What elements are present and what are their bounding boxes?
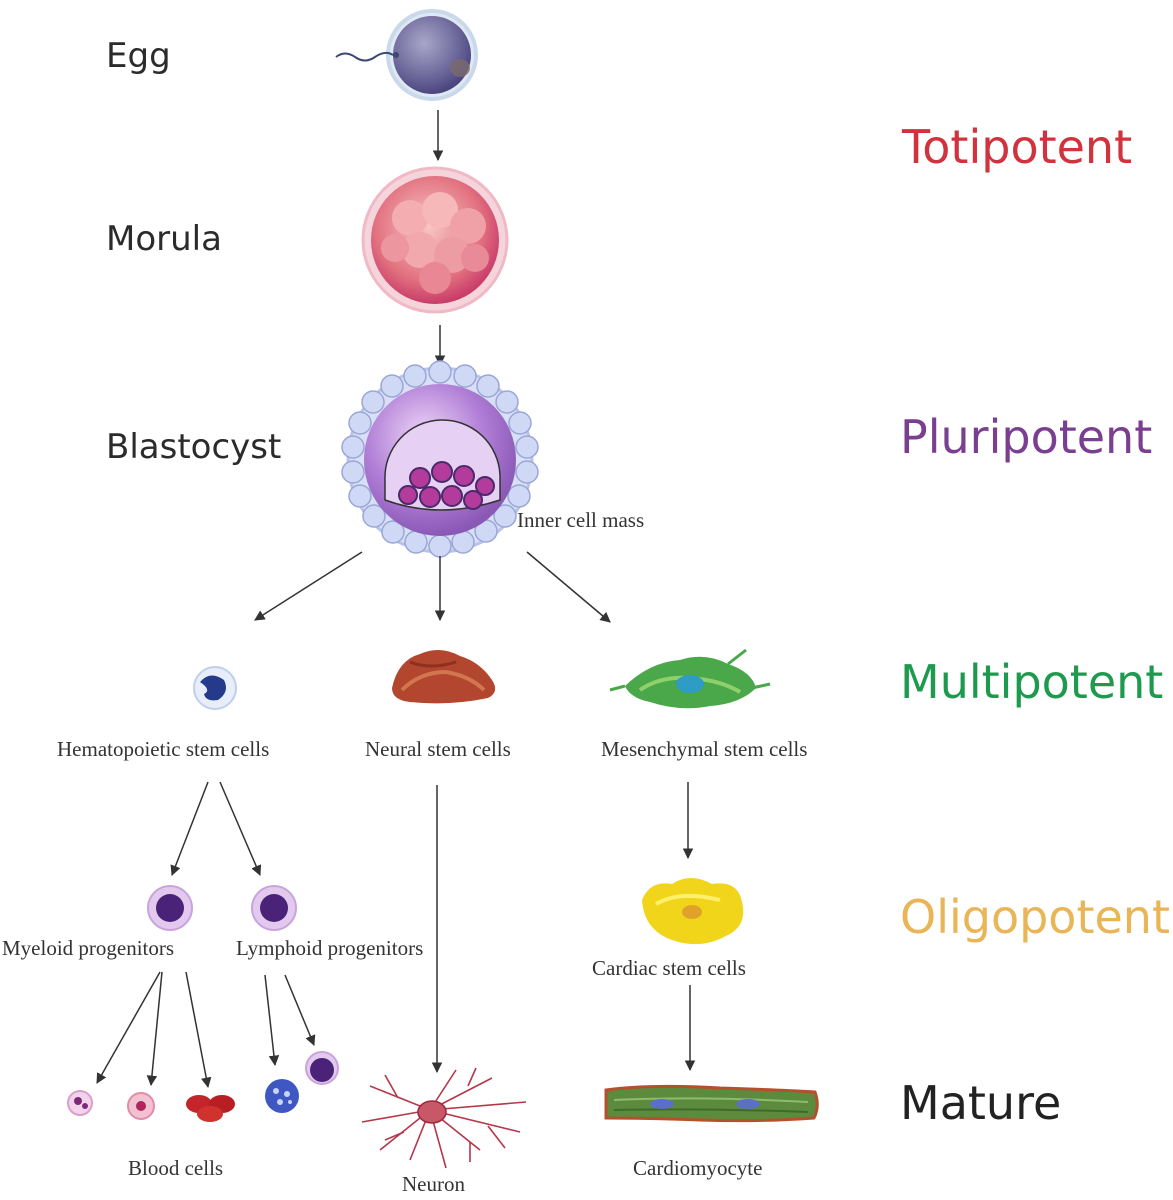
cardiac-stem-cell-icon: [642, 878, 744, 945]
blood-cells-icon: [67, 1051, 339, 1122]
label-cardiac: Cardiac stem cells: [592, 956, 746, 980]
stage-label-morula: Morula: [106, 219, 222, 259]
label-inner-cell-mass: Inner cell mass: [517, 508, 645, 532]
stage-label-blastocyst: Blastocyst: [106, 427, 282, 467]
egg-icon: [335, 9, 478, 101]
arrow-myeloid-blood-1: [96, 971, 161, 1084]
label-myeloid: Myeloid progenitors: [2, 936, 175, 960]
arrow-to-lymphoid: [219, 781, 262, 876]
potency-label-oligopotent: Oligopotent: [900, 890, 1170, 944]
label-neural: Neural stem cells: [365, 737, 511, 761]
potency-label-totipotent: Totipotent: [902, 120, 1133, 174]
label-mesenchymal: Mesenchymal stem cells: [601, 737, 808, 761]
potency-label-mature: Mature: [900, 1076, 1062, 1130]
label-lymphoid: Lymphoid progenitors: [236, 936, 424, 960]
blastocyst-icon: [341, 360, 539, 558]
hematopoietic-cell-icon: [193, 666, 237, 710]
label-hematopoietic: Hematopoietic stem cells: [57, 737, 270, 761]
arrow-myeloid-blood-2: [146, 971, 163, 1087]
potency-label-pluripotent: Pluripotent: [900, 410, 1153, 464]
label-neuron: Neuron: [402, 1172, 465, 1196]
neuron-icon: [361, 1067, 527, 1169]
label-blood-cells: Blood cells: [128, 1156, 224, 1180]
arrow-lymphoid-blood-1: [264, 974, 280, 1067]
arrow-lymphoid-blood-2: [284, 974, 316, 1046]
myeloid-progenitor-icon: [147, 885, 193, 931]
cardiomyocyte-icon: [604, 1084, 819, 1123]
lymphoid-progenitor-icon: [251, 885, 297, 931]
potency-label-multipotent: Multipotent: [900, 655, 1164, 709]
arrow-myeloid-blood-3: [185, 971, 212, 1089]
stage-label-egg: Egg: [106, 36, 171, 76]
neural-stem-cell-icon: [392, 649, 496, 704]
mesenchymal-cell-icon: [609, 648, 771, 709]
arrow-to-mesenchymal: [526, 551, 611, 623]
arrow-to-hematopoietic: [254, 551, 363, 621]
arrow-to-myeloid: [170, 781, 209, 876]
morula-icon: [361, 166, 509, 314]
label-cardiomyocyte: Cardiomyocyte: [633, 1156, 763, 1180]
